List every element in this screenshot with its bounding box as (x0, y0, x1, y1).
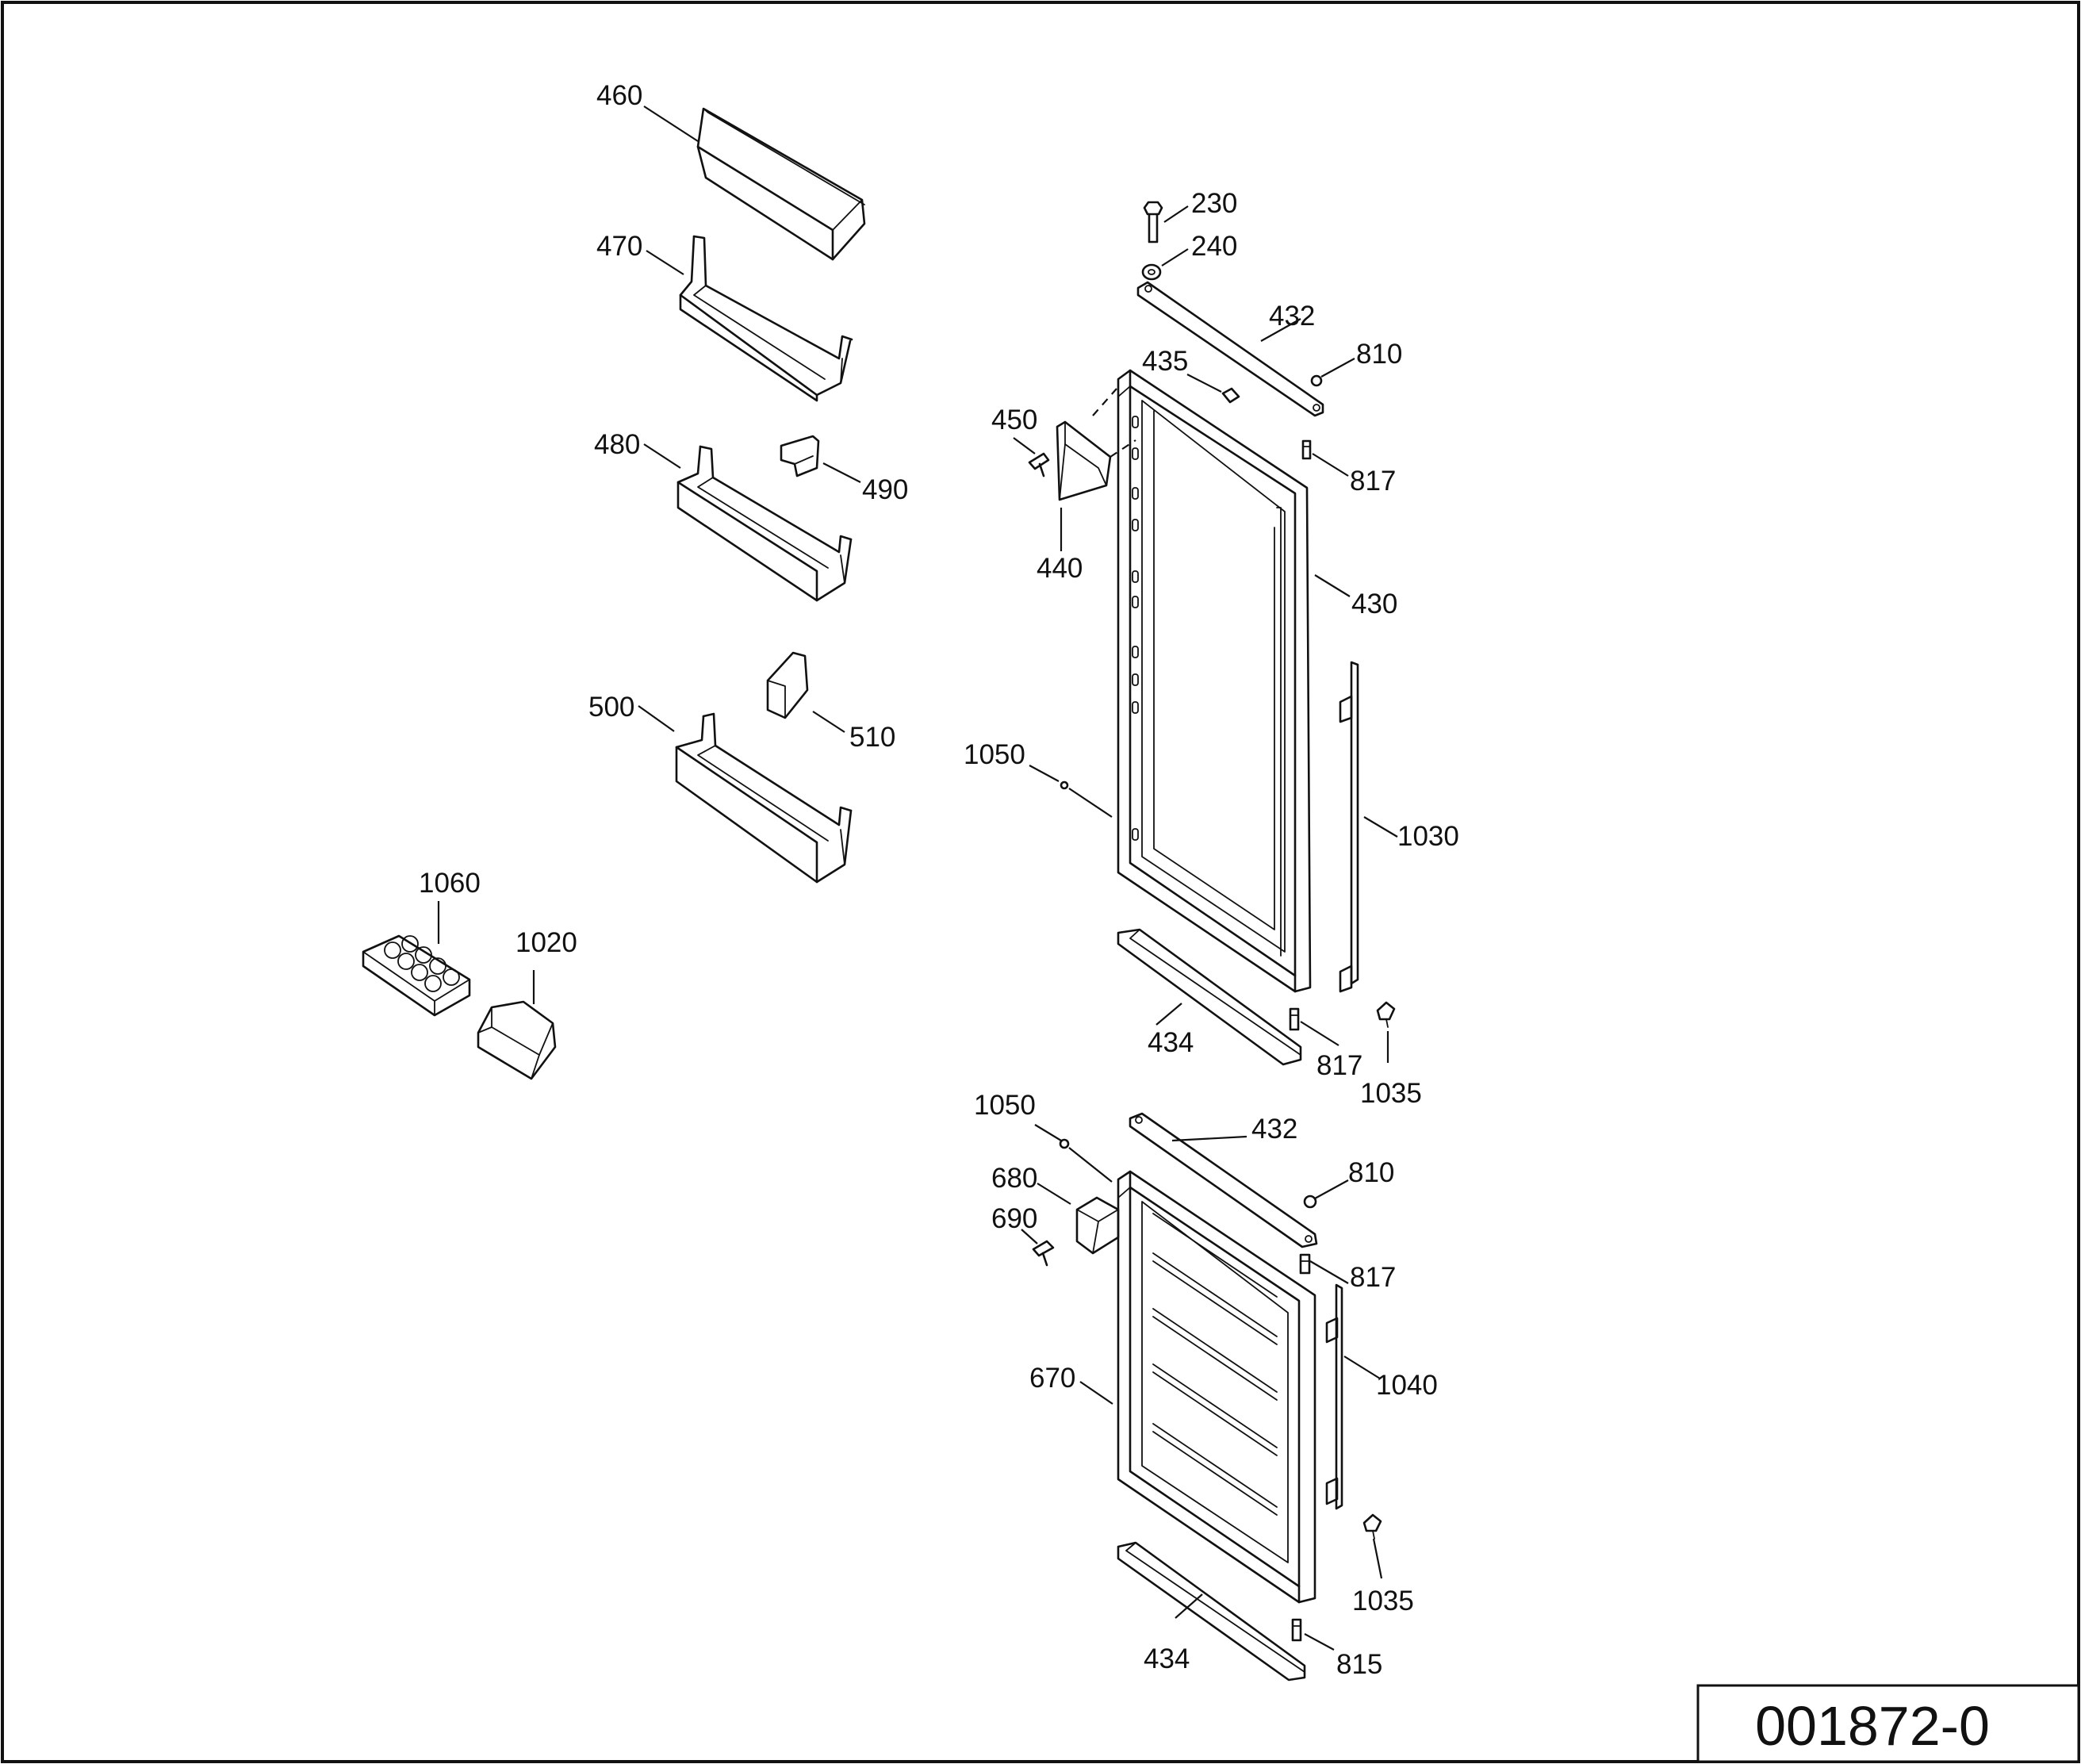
label-810-lower: 810 (1348, 1157, 1394, 1188)
part-817-pin-middle (1289, 1007, 1300, 1031)
part-230-hinge-pin (1143, 201, 1163, 244)
label-500: 500 (588, 692, 634, 723)
part-1050-plug-lower (1059, 1138, 1070, 1149)
label-470: 470 (596, 231, 642, 262)
label-1030: 1030 (1397, 821, 1459, 852)
part-labels: 460 470 480 490 500 510 1060 1020 230 24… (419, 80, 1459, 1680)
label-680: 680 (991, 1163, 1037, 1194)
label-430: 430 (1351, 589, 1397, 619)
part-810-screw-lower (1303, 1195, 1317, 1209)
label-1050-upper: 1050 (964, 739, 1025, 770)
part-670-door-frame-lower (1117, 1170, 1316, 1604)
label-817-middle: 817 (1316, 1050, 1362, 1081)
part-1020-box (477, 1000, 557, 1080)
label-670: 670 (1029, 1363, 1075, 1394)
label-1035-lower: 1035 (1352, 1586, 1414, 1616)
label-432-lower: 432 (1251, 1114, 1297, 1145)
label-1020: 1020 (515, 927, 577, 958)
label-1040: 1040 (1376, 1370, 1438, 1401)
part-815-pin (1291, 1618, 1302, 1642)
part-432-hinge-bar-upper (1136, 281, 1324, 417)
part-1060-egg-tray (362, 934, 471, 1017)
label-450: 450 (991, 405, 1037, 435)
label-690: 690 (991, 1203, 1037, 1234)
part-440-bracket (1056, 420, 1112, 501)
part-817-pin-upper (1301, 439, 1312, 460)
label-1060: 1060 (419, 868, 481, 899)
part-1035-screw-upper (1376, 1001, 1396, 1028)
label-815: 815 (1336, 1649, 1382, 1680)
part-1050-plug-upper (1060, 780, 1069, 790)
label-434-lower: 434 (1144, 1643, 1190, 1674)
label-1050-lower: 1050 (974, 1090, 1036, 1121)
part-510-clip (766, 651, 809, 719)
leader-lines (437, 105, 1398, 1651)
label-480: 480 (594, 429, 640, 460)
label-434-upper: 434 (1148, 1027, 1194, 1058)
label-817-lower: 817 (1350, 1262, 1396, 1293)
part-480-door-shelf (676, 445, 853, 602)
label-460: 460 (596, 80, 642, 111)
part-430-door-frame-upper (1117, 369, 1312, 993)
part-690-screw (1032, 1240, 1055, 1267)
label-810-upper: 810 (1356, 339, 1402, 370)
part-460-shelf-cover (696, 107, 866, 261)
label-230: 230 (1191, 188, 1237, 219)
part-435-block (1221, 387, 1240, 404)
part-810-screw-upper (1310, 374, 1323, 387)
label-435: 435 (1142, 346, 1188, 377)
drawing-code: 001872-0 (1755, 1695, 1990, 1757)
part-450-screw (1028, 452, 1050, 477)
part-817-pin-lower (1299, 1253, 1311, 1275)
part-1030-handle (1339, 661, 1359, 993)
part-680-bracket (1075, 1196, 1120, 1255)
label-510: 510 (849, 722, 895, 753)
part-434-hinge-bar-upper (1117, 928, 1302, 1066)
title-block: 001872-0 (1696, 1684, 2080, 1763)
label-817-upper: 817 (1350, 466, 1396, 497)
part-1035-screw-lower (1362, 1513, 1382, 1540)
label-240: 240 (1191, 231, 1237, 262)
part-500-door-shelf (675, 712, 853, 884)
part-240-washer (1141, 263, 1162, 281)
label-1035-upper: 1035 (1360, 1078, 1422, 1109)
part-470-door-shelf (679, 235, 853, 402)
part-1040-handle (1325, 1283, 1343, 1510)
part-490-clip (780, 435, 820, 477)
label-432-upper: 432 (1269, 301, 1315, 332)
label-440: 440 (1037, 553, 1083, 584)
part-434-hinge-bar-lower (1117, 1541, 1306, 1682)
part-432-hinge-bar-lower (1129, 1112, 1318, 1248)
label-490: 490 (862, 474, 908, 505)
